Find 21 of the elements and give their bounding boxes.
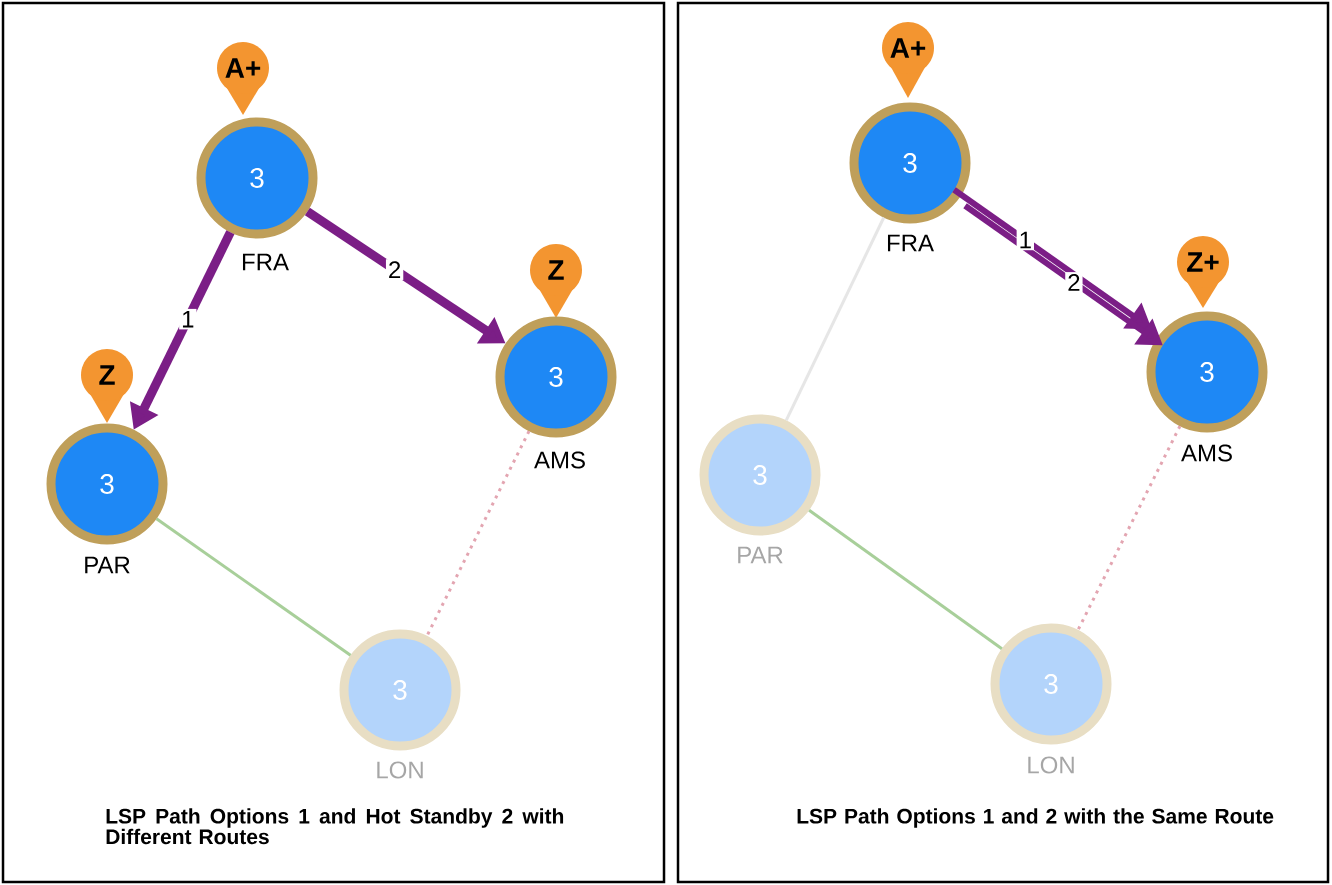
- link-line: [155, 517, 352, 657]
- edge-label: 1: [179, 308, 197, 330]
- node-label: LON: [377, 761, 423, 779]
- location-pin: A+: [882, 22, 934, 98]
- link-line: [1076, 425, 1182, 631]
- location-pin: Z: [530, 244, 582, 318]
- node-label: FRA: [243, 253, 289, 271]
- location-pin: A+: [217, 42, 269, 115]
- location-pin: Z+: [1177, 236, 1229, 308]
- node-label: AMS: [1181, 444, 1232, 462]
- node-label: PAR: [738, 546, 783, 564]
- node-label: LON: [1028, 756, 1074, 774]
- node-label: PAR: [85, 556, 130, 574]
- link-line: [784, 216, 886, 422]
- node-label: FRA: [888, 234, 934, 252]
- link-line: [425, 430, 531, 637]
- node-label: AMS: [534, 451, 585, 469]
- location-pin: Z: [81, 349, 133, 423]
- router-node: 3: [1146, 311, 1268, 433]
- link-line: [808, 509, 1003, 650]
- edge-label: 2: [1065, 272, 1083, 293]
